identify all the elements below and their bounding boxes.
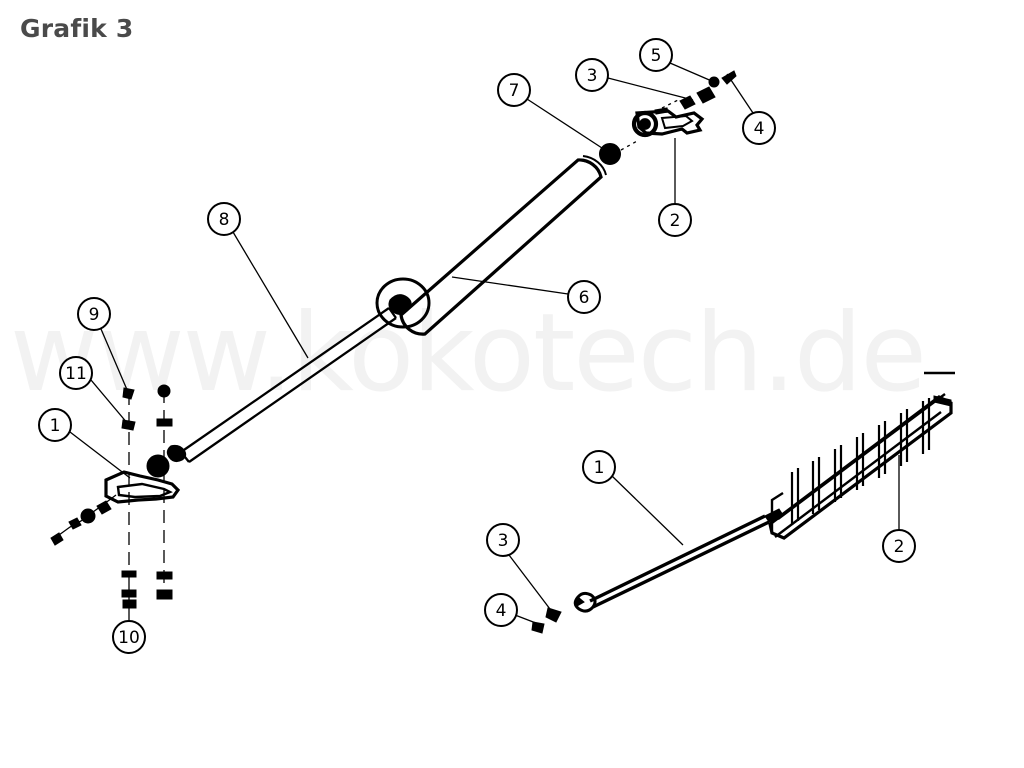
callout-balloon-6[interactable]: 6 (567, 280, 601, 314)
callout-circle-10[interactable] (112, 620, 146, 654)
callout-label-1-right: 1 (594, 458, 605, 478)
callout-label-8: 8 (219, 210, 230, 230)
callout-balloon-5[interactable]: 5 (639, 38, 673, 72)
callout-balloon-9[interactable]: 9 (77, 297, 111, 331)
callout-circle-3-upper[interactable] (575, 58, 609, 92)
callout-label-10: 10 (118, 628, 140, 648)
callout-label-11: 11 (65, 364, 87, 384)
page-title: Grafik 3 (20, 14, 134, 43)
callout-circle-1-left[interactable] (38, 408, 72, 442)
callout-balloon-2-upper[interactable]: 2 (658, 203, 692, 237)
callout-label-7: 7 (509, 81, 520, 101)
callout-balloon-4-lower[interactable]: 4 (484, 593, 518, 627)
callout-circle-2-right[interactable] (882, 529, 916, 563)
callout-circle-8[interactable] (207, 202, 241, 236)
callout-balloon-1-left[interactable]: 1 (38, 408, 72, 442)
callout-balloon-1-right[interactable]: 1 (582, 450, 616, 484)
callout-label-3-lower: 3 (498, 531, 509, 551)
part-upper-fastener-chain (661, 70, 737, 110)
callout-circle-9[interactable] (77, 297, 111, 331)
callout-circle-1-right[interactable] (582, 450, 616, 484)
callout-label-5: 5 (651, 46, 662, 66)
callout-balloon-3-lower[interactable]: 3 (486, 523, 520, 557)
watermark-text: www.kokotech.de (10, 291, 925, 416)
callout-balloon-group: 7 3 5 4 2 8 6 9 (38, 38, 916, 654)
callout-label-1-left: 1 (50, 416, 61, 436)
callout-label-3-upper: 3 (587, 66, 598, 86)
callout-balloon-3-upper[interactable]: 3 (575, 58, 609, 92)
callout-circle-2-upper[interactable] (658, 203, 692, 237)
callout-label-2-upper: 2 (670, 211, 681, 231)
callout-circle-11[interactable] (59, 356, 93, 390)
callout-balloon-10[interactable]: 10 (112, 620, 146, 654)
callout-circle-5[interactable] (639, 38, 673, 72)
part-panel-fastener-group (531, 607, 562, 634)
part-piston-rod (166, 307, 397, 463)
callout-balloon-4-upper[interactable]: 4 (742, 111, 776, 145)
callout-circle-4-lower[interactable] (484, 593, 518, 627)
callout-label-6: 6 (579, 288, 590, 308)
callout-balloon-11[interactable]: 11 (59, 356, 93, 390)
callout-balloon-2-right[interactable]: 2 (882, 529, 916, 563)
part-upper-mounting-bracket (631, 107, 705, 138)
callout-label-9: 9 (89, 305, 100, 325)
part-support-rod (573, 508, 784, 613)
part-ball-joint-socket (599, 139, 640, 165)
callout-circle-6[interactable] (567, 280, 601, 314)
callout-label-4-lower: 4 (496, 601, 507, 621)
callout-label-2-right: 2 (894, 537, 905, 557)
callout-label-4-upper: 4 (754, 119, 765, 139)
callout-leaders (69, 62, 900, 626)
callout-circle-3-lower[interactable] (486, 523, 520, 557)
callout-balloon-8[interactable]: 8 (207, 202, 241, 236)
part-cylinder-body (375, 155, 607, 336)
callout-circle-4-upper[interactable] (742, 111, 776, 145)
callout-balloon-7[interactable]: 7 (497, 73, 531, 107)
part-louvered-panel (768, 393, 953, 540)
callout-circle-7[interactable] (497, 73, 531, 107)
